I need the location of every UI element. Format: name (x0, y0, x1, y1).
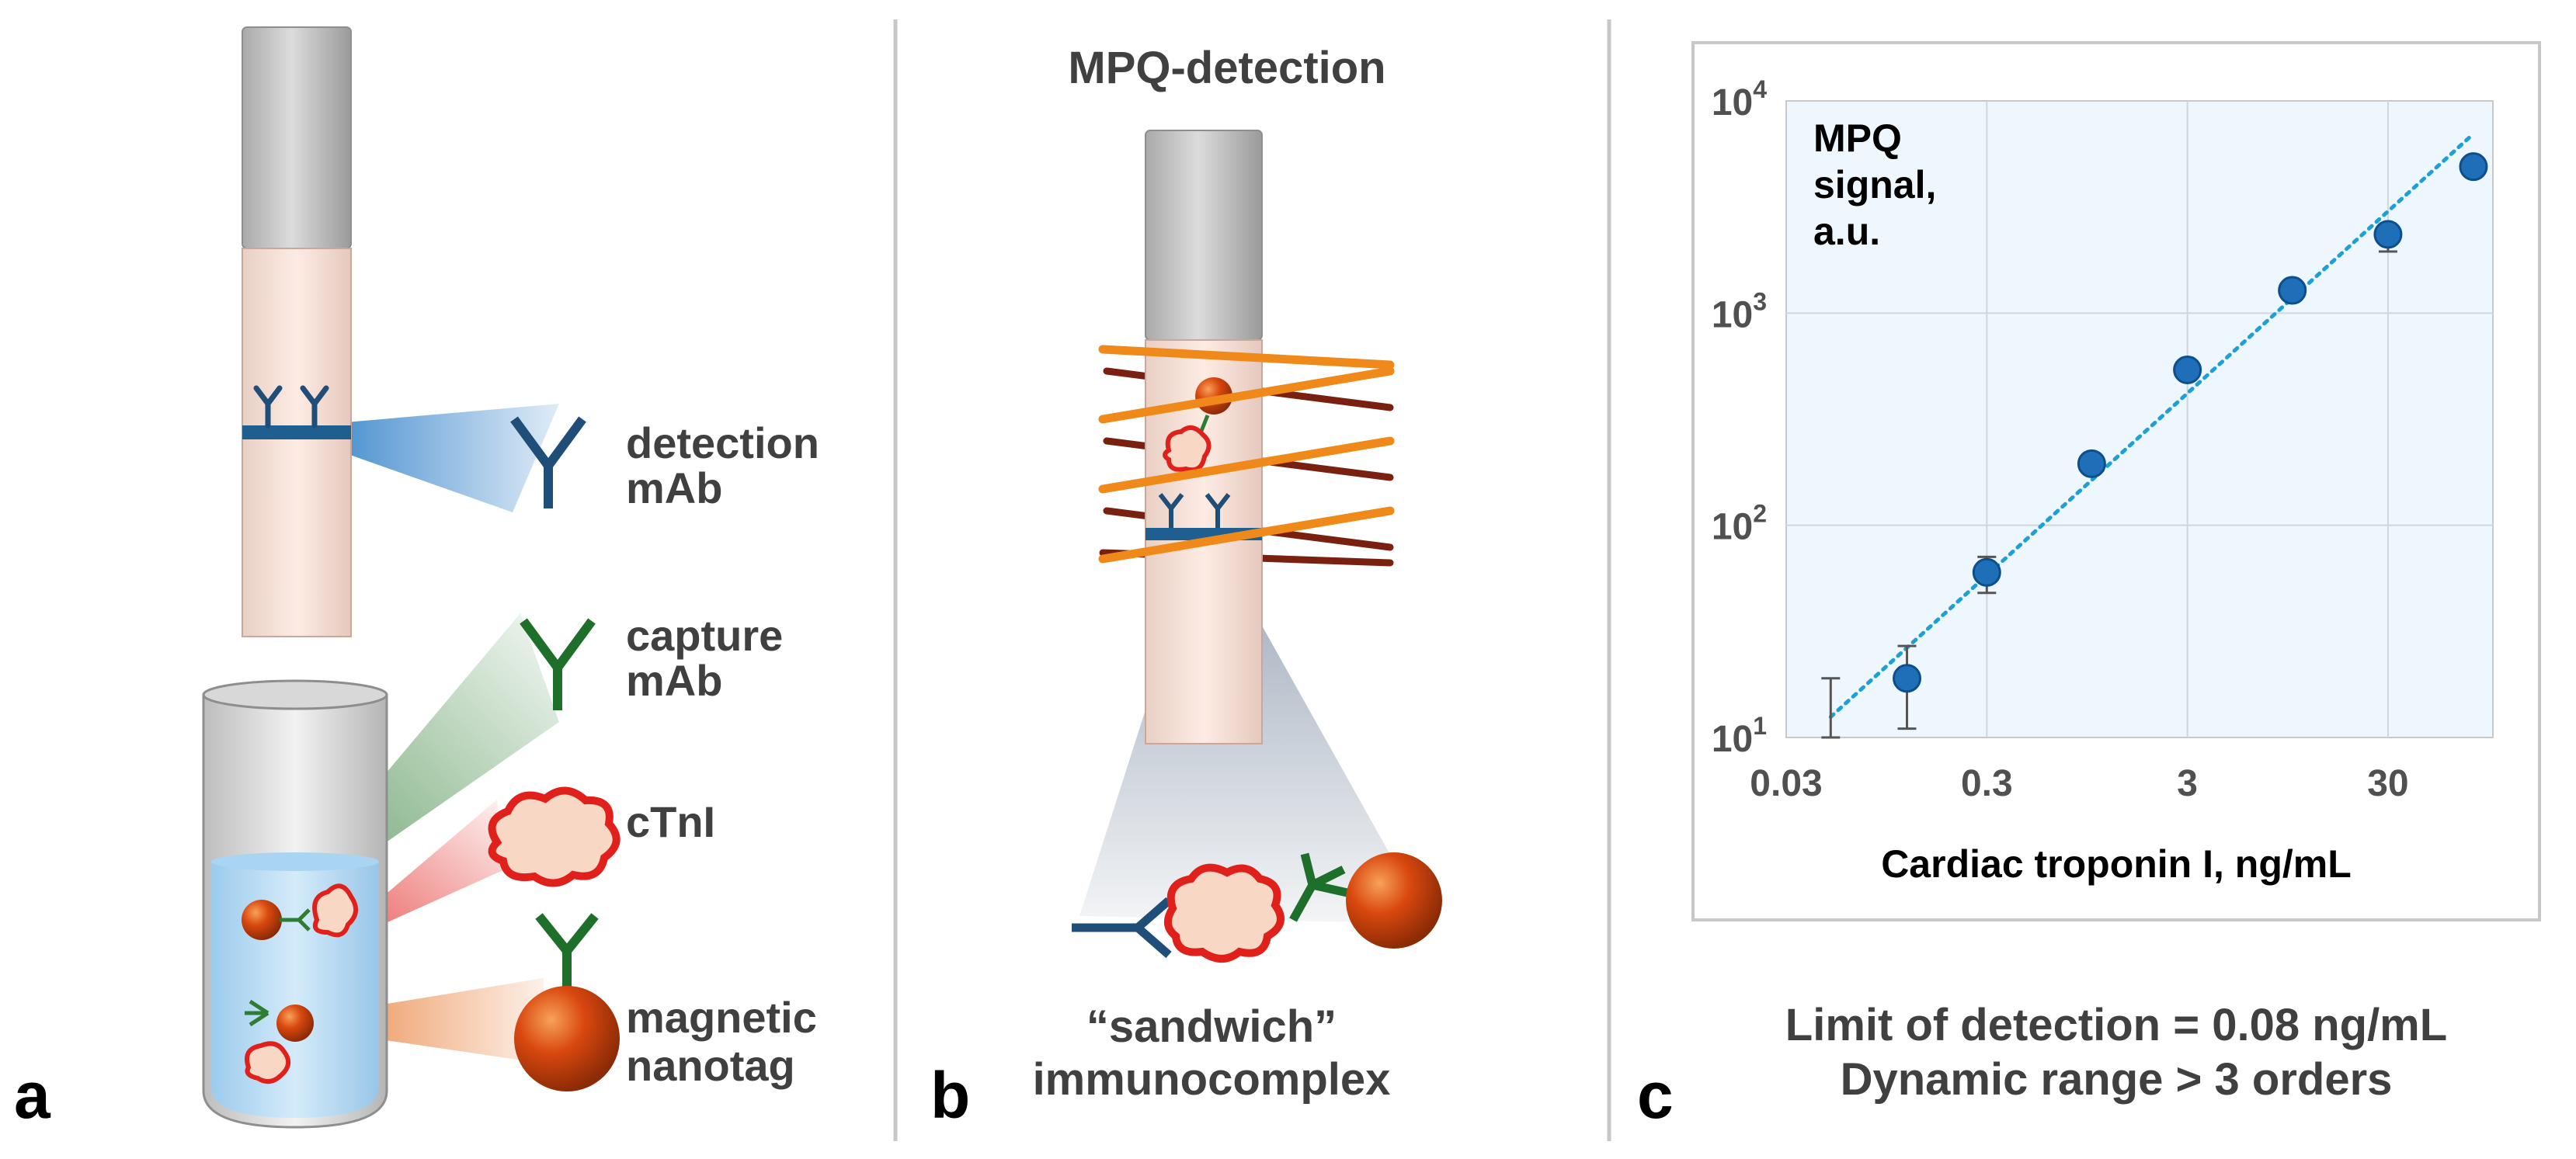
label-ctni: cTnI (626, 797, 715, 846)
panel-letter-a: a (14, 1059, 51, 1132)
ctni-icon (488, 786, 621, 887)
x-axis-label: Cardiac troponin I, ng/mL (1881, 842, 2352, 886)
sandwich-complex (1072, 852, 1442, 963)
data-point (2278, 276, 2307, 305)
tube-nanotag-2 (276, 1005, 314, 1042)
panel-b-title: MPQ-detection (1068, 43, 1385, 93)
panel-b: MPQ-detection (930, 43, 1442, 1132)
capture-mab-icon (520, 618, 596, 710)
test-strip-b (1145, 130, 1263, 744)
y-axis-label-line2: signal, (1813, 163, 1936, 206)
data-point (2077, 449, 2106, 478)
panel-letter-c: c (1637, 1059, 1674, 1132)
label-capture-line1: capture (626, 611, 783, 660)
tube-ctni-2 (245, 1041, 291, 1084)
label-capture-line2: mAb (626, 656, 722, 705)
nanotag-icon (514, 913, 620, 1091)
panel-b-caption-line1: “sandwich” (1086, 1001, 1337, 1052)
x-tick-label: 3 (2177, 763, 2198, 804)
nanotag-beam (307, 978, 544, 1064)
panel-c: 0.03 0.3 3 30 101 102 103 104 MPQ signal, a.u.… (1637, 41, 2541, 1132)
fit-line (1828, 131, 2476, 720)
y-tick-label: 103 (1712, 287, 1767, 335)
y-tick-label: 101 (1712, 712, 1767, 760)
x-tick-label: 30 (2367, 763, 2408, 804)
tube-ctni-1 (312, 883, 358, 938)
label-detection-line1: detection (626, 418, 819, 467)
panel-letter-b: b (930, 1059, 970, 1132)
y-axis-label-line3: a.u. (1813, 210, 1880, 253)
y-tick-label: 102 (1712, 500, 1767, 548)
data-point (1972, 557, 2001, 587)
x-tick-label: 0.3 (1961, 763, 2013, 804)
complex-capture-mab (1289, 852, 1349, 922)
fit-line-group (1828, 131, 2476, 720)
dynamic-range-summary: Dynamic range > 3 orders (1841, 1054, 2393, 1105)
data-points (1893, 152, 2488, 693)
chart-grid (1786, 101, 2493, 737)
y-tick-labels: 101 102 103 104 (1712, 75, 1767, 760)
test-line (242, 425, 351, 439)
lod-summary: Limit of detection = 0.08 ng/mL (1785, 1000, 2447, 1050)
tube-nanotag-1 (242, 900, 282, 940)
detection-beam (311, 404, 559, 512)
plot-area (1785, 100, 2494, 738)
y-axis-label-line1: MPQ (1813, 116, 1902, 160)
data-point (2373, 220, 2403, 249)
data-point (2173, 355, 2202, 384)
coil-front (1098, 345, 1395, 564)
panel-a: detection mAb capture mAb cTnI magnetic … (14, 26, 819, 1132)
x-tick-label: 0.03 (1750, 763, 1822, 804)
x-tick-labels: 0.03 0.3 3 30 (1750, 763, 2408, 804)
panel-b-caption-line2: immunocomplex (1033, 1054, 1391, 1105)
complex-detection-mab (1072, 897, 1172, 959)
test-tube (202, 679, 388, 1129)
label-detection-line2: mAb (626, 463, 722, 512)
strip-antibodies (253, 385, 329, 429)
test-strip-a (242, 26, 352, 637)
detection-mab-icon (510, 416, 586, 508)
error-bar (1821, 677, 1841, 739)
complex-ctni (1164, 863, 1285, 963)
y-tick-label: 104 (1712, 75, 1767, 123)
data-point (2459, 152, 2488, 182)
complex-nanotag (1346, 852, 1442, 949)
data-point (1893, 664, 1922, 693)
label-nanotag-line1: magnetic (626, 993, 817, 1042)
label-nanotag-line2: nanotag (626, 1041, 795, 1090)
strip-ctni (1163, 425, 1212, 473)
